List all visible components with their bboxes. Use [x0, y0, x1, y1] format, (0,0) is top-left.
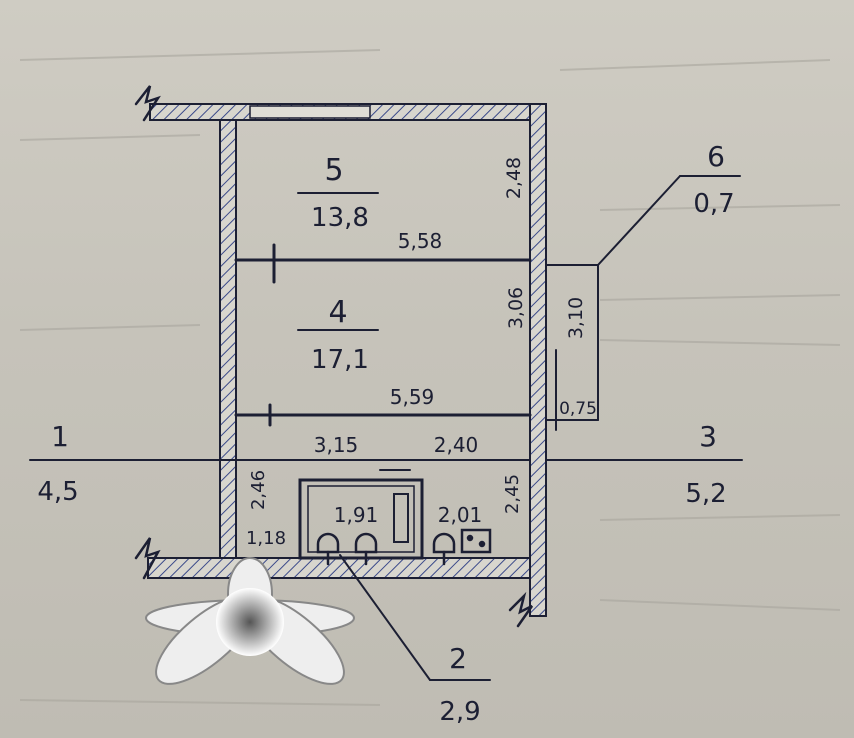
dim-room5-width: 5,58 — [398, 229, 443, 253]
dim-stove-width: 1,91 — [334, 503, 379, 527]
dim-corridor-width: 1,18 — [246, 528, 286, 549]
right-wall — [529, 103, 547, 617]
room-6-area: 0,7 — [693, 189, 734, 219]
dim-sink-width: 2,01 — [438, 503, 483, 527]
background-writing — [19, 49, 841, 706]
dim-room6-height: 3,10 — [565, 297, 587, 339]
dimension-labels: 2,48 5,58 3,06 3,10 5,59 0,75 3,15 2,40 … — [246, 157, 597, 549]
room-5-area: 13,8 — [311, 203, 369, 233]
leader-lines — [29, 175, 743, 681]
dim-room4-width: 5,59 — [390, 385, 435, 409]
room-2-number: 2 — [449, 642, 467, 675]
dim-bath-height: 2,45 — [502, 474, 523, 514]
stove-icon — [316, 532, 378, 566]
window-top — [249, 105, 371, 119]
room-3-number: 3 — [699, 420, 717, 453]
room-1-area: 4,5 — [37, 477, 78, 507]
room-3-area: 5,2 — [685, 479, 726, 509]
left-wall — [219, 119, 237, 559]
room-labels: 5 13,8 4 17,1 6 0,7 1 4,5 3 5,2 2 2,9 — [37, 140, 734, 727]
counter-icon — [393, 493, 409, 543]
bottom-wall — [147, 557, 531, 579]
room-6-niche — [545, 264, 599, 431]
room-1-number: 1 — [51, 420, 69, 453]
room-4-area: 17,1 — [311, 345, 369, 375]
room-6-number: 6 — [707, 140, 725, 173]
dim-room4-height: 3,06 — [505, 287, 527, 329]
dim-bath-width: 2,40 — [434, 433, 479, 457]
stove-frame — [298, 478, 424, 560]
room-4-number: 4 — [328, 295, 347, 330]
partitions — [234, 243, 532, 427]
dim-kitchen-height: 2,46 — [248, 470, 269, 510]
dim-room5-height: 2,48 — [503, 157, 525, 199]
room-2-area: 2,9 — [439, 697, 480, 727]
dim-room6-width: 0,75 — [559, 399, 597, 419]
dim-kitchen-width: 3,15 — [314, 433, 359, 457]
break-marks — [134, 85, 534, 628]
sink-icon — [432, 528, 492, 566]
asterisk-redaction-icon — [145, 557, 355, 685]
room-5-number: 5 — [324, 153, 343, 188]
kitchen-fixtures — [298, 469, 492, 566]
